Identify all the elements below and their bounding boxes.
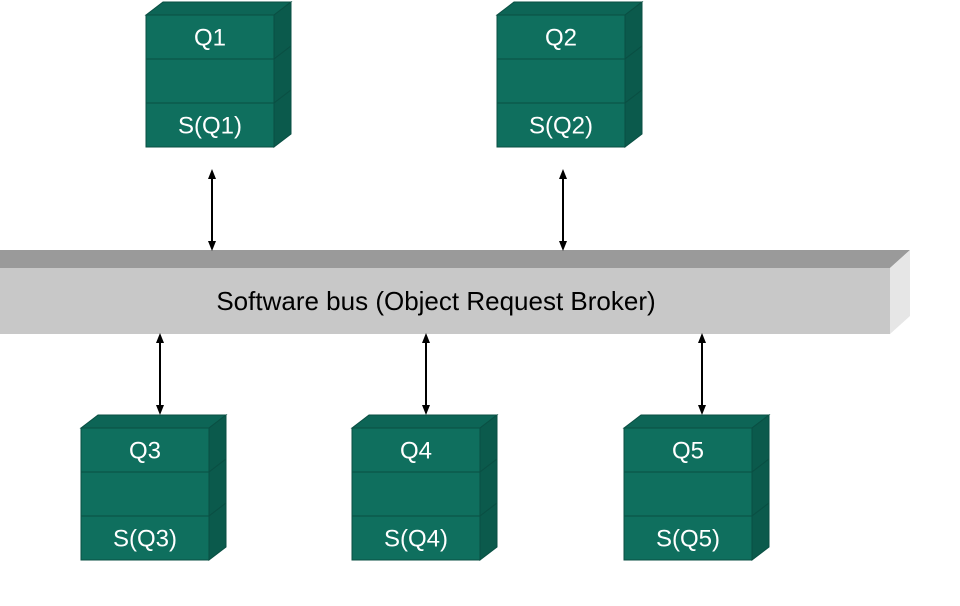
- top-block: Q4: [351, 413, 498, 474]
- stack-q2: Q2S(Q2): [495, 0, 644, 149]
- block-label: S(Q1): [178, 113, 242, 140]
- block-label: Q3: [129, 438, 161, 465]
- software-bus: Software bus (Object Request Broker): [0, 250, 910, 334]
- block-front-face: [145, 102, 275, 148]
- block-front-face: [351, 427, 481, 473]
- block-front-face: [496, 58, 626, 104]
- stack-q5: Q5S(Q5): [622, 413, 771, 562]
- block-front-face: [623, 515, 753, 561]
- block-front-face: [80, 515, 210, 561]
- block-label: Q5: [672, 438, 704, 465]
- block-label: Q1: [194, 25, 226, 52]
- middle-block: [496, 44, 643, 105]
- block-label: S(Q3): [113, 526, 177, 553]
- block-front-face: [351, 515, 481, 561]
- connectors: [156, 169, 706, 415]
- block-label: S(Q5): [656, 526, 720, 553]
- stack-q4: Q4S(Q4): [350, 413, 499, 562]
- bus-side-face: [890, 250, 910, 334]
- block-label: S(Q2): [529, 113, 593, 140]
- bottom-block: S(Q1): [145, 88, 292, 149]
- block-label: Q2: [545, 25, 577, 52]
- middle-block: [145, 44, 292, 105]
- bottom-block: S(Q5): [623, 501, 770, 562]
- middle-block: [351, 457, 498, 518]
- stack-q3: Q3S(Q3): [79, 413, 228, 562]
- stack-lid: [79, 414, 228, 429]
- top-block: Q2: [496, 0, 643, 61]
- block-front-face: [145, 58, 275, 104]
- stack-lid: [622, 414, 771, 429]
- block-front-face: [145, 14, 275, 60]
- block-label: Q4: [400, 438, 432, 465]
- middle-block: [80, 457, 227, 518]
- component-stacks: Q1S(Q1) Q2S(Q2) Q3S(Q3) Q4S(Q4) Q5S(Q5): [79, 0, 771, 562]
- bus-front-face: [0, 268, 890, 334]
- stack-lid: [350, 414, 499, 429]
- stack-q1: Q1S(Q1): [144, 0, 293, 149]
- bus-top-face: [0, 250, 910, 268]
- stack-lid: [495, 1, 644, 16]
- block-label: S(Q4): [384, 526, 448, 553]
- block-front-face: [496, 102, 626, 148]
- block-front-face: [80, 471, 210, 517]
- block-front-face: [351, 471, 481, 517]
- bottom-block: S(Q3): [80, 501, 227, 562]
- top-block: Q1: [145, 0, 292, 61]
- block-front-face: [496, 14, 626, 60]
- bus-label: Software bus (Object Request Broker): [216, 286, 655, 316]
- bottom-block: S(Q2): [496, 88, 643, 149]
- block-front-face: [623, 471, 753, 517]
- top-block: Q3: [80, 413, 227, 474]
- bottom-block: S(Q4): [351, 501, 498, 562]
- block-front-face: [80, 427, 210, 473]
- stack-lid: [144, 1, 293, 16]
